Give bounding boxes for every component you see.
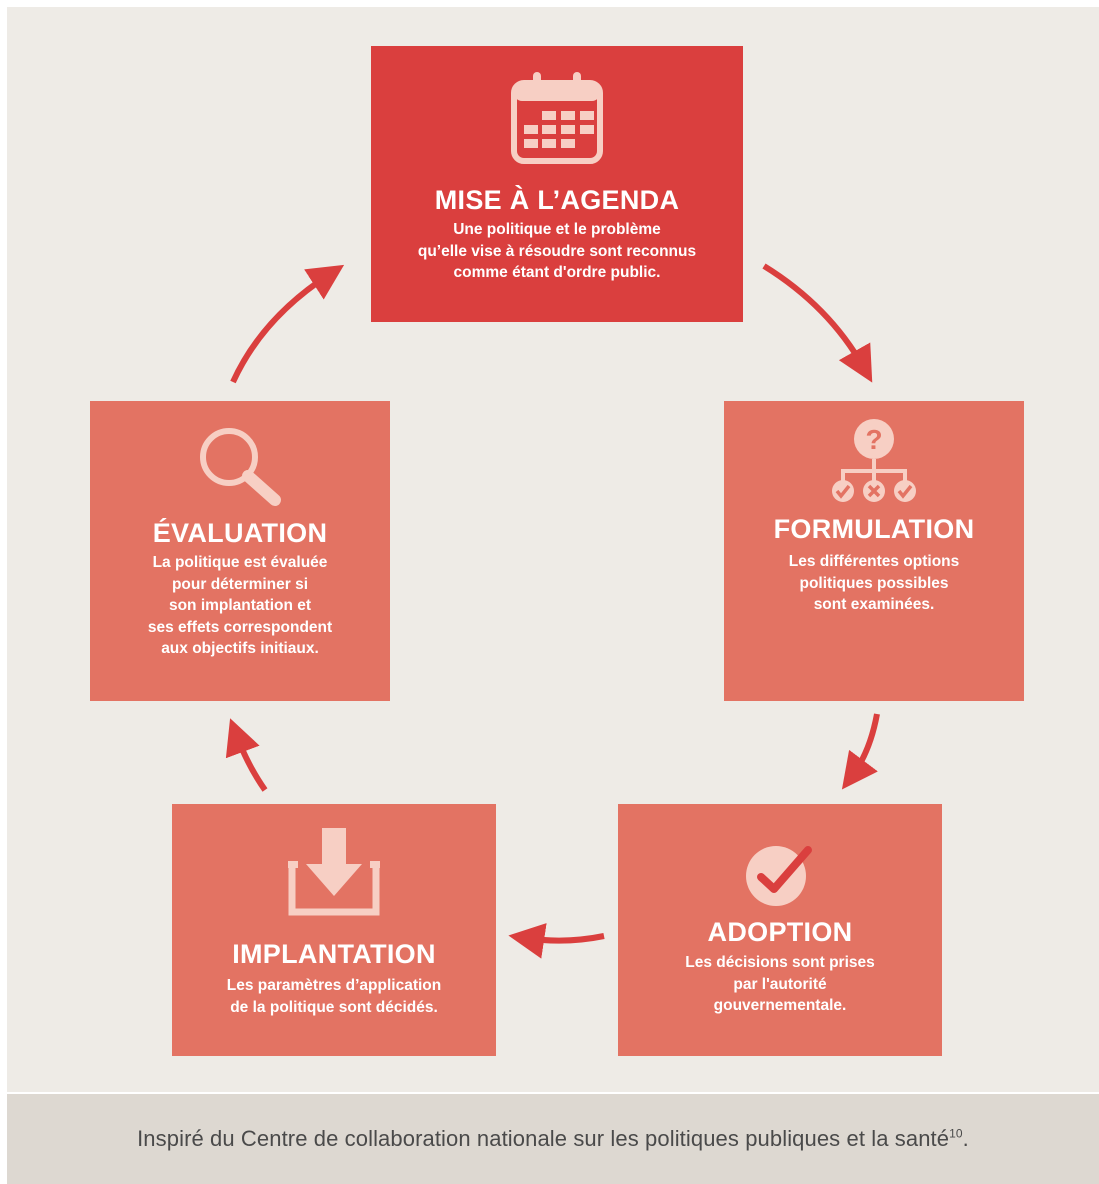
desc-line: son implantation et: [168, 597, 312, 614]
desc-line: Les paramètres d’application: [226, 977, 442, 994]
desc-line: comme étant d'ordre public.: [453, 264, 661, 281]
stage-formulation: ? FORMULATION Les différentes options po…: [724, 401, 1024, 701]
stage-adoption-title: ADOPTION: [707, 917, 853, 947]
desc-line: Les décisions sont prises: [685, 954, 875, 971]
stage-agenda-description: Une politique et le problème qu’elle vis…: [418, 219, 696, 284]
desc-line: par l'autorité: [733, 975, 827, 993]
stage-implantation-description: Les paramètres d’application de la polit…: [227, 975, 442, 1018]
desc-line: gouvernementale.: [713, 997, 847, 1014]
arrow-formulation-to-adoption: [841, 713, 880, 790]
stage-agenda-title: MISE À L’AGENDA: [434, 185, 680, 215]
desc-line: Une politique et le problème: [453, 221, 661, 238]
stage-evaluation: ÉVALUATION La politique est évaluée pour…: [90, 401, 390, 701]
stage-implantation-title: IMPLANTATION: [232, 939, 436, 969]
stage-implantation: IMPLANTATION Les paramètres d’applicatio…: [172, 804, 496, 1056]
checkmark-icon: [746, 846, 812, 906]
stage-formulation-title: FORMULATION: [773, 514, 975, 544]
stage-agenda: MISE À L’AGENDA Une politique et le prob…: [371, 46, 743, 322]
calendar-icon: [511, 72, 603, 164]
desc-line: aux objectifs initiaux.: [161, 640, 319, 657]
stage-adoption: ADOPTION Les décisions sont prises par l…: [618, 804, 942, 1056]
svg-text:?: ?: [865, 424, 882, 455]
arrow-agenda-to-formulation: [762, 263, 873, 383]
desc-line: qu’elle vise à résoudre sont reconnus: [417, 242, 697, 260]
desc-line: pour déterminer si: [171, 575, 309, 593]
source-caption-text: Inspiré du Centre de collaboration natio…: [137, 1126, 950, 1151]
stage-formulation-description: Les différentes options politiques possi…: [789, 551, 960, 616]
magnifier-icon: [200, 428, 281, 506]
stage-adoption-description: Les décisions sont prises par l'autorité…: [685, 952, 875, 1017]
arrow-implantation-to-evaluation: [225, 718, 268, 792]
decision-tree-icon: ?: [832, 419, 916, 502]
caption-period: .: [962, 1126, 969, 1151]
arrow-evaluation-to-agenda: [230, 264, 345, 384]
desc-line: La politique est évaluée: [152, 554, 328, 571]
source-footer: Inspiré du Centre de collaboration natio…: [7, 1094, 1099, 1184]
arrow-adoption-to-implantation: [508, 923, 605, 959]
desc-line: Les différentes options: [788, 553, 960, 570]
download-tray-icon: [288, 828, 380, 916]
footnote-marker: 10: [949, 1126, 963, 1141]
desc-line: politiques possibles: [799, 574, 949, 592]
desc-line: ses effets correspondent: [147, 618, 333, 636]
desc-line: sont examinées.: [813, 596, 935, 613]
stage-evaluation-description: La politique est évaluée pour déterminer…: [148, 552, 332, 660]
desc-line: de la politique sont décidés.: [230, 998, 438, 1016]
source-caption: Inspiré du Centre de collaboration natio…: [137, 1126, 969, 1152]
stage-evaluation-title: ÉVALUATION: [152, 518, 328, 548]
